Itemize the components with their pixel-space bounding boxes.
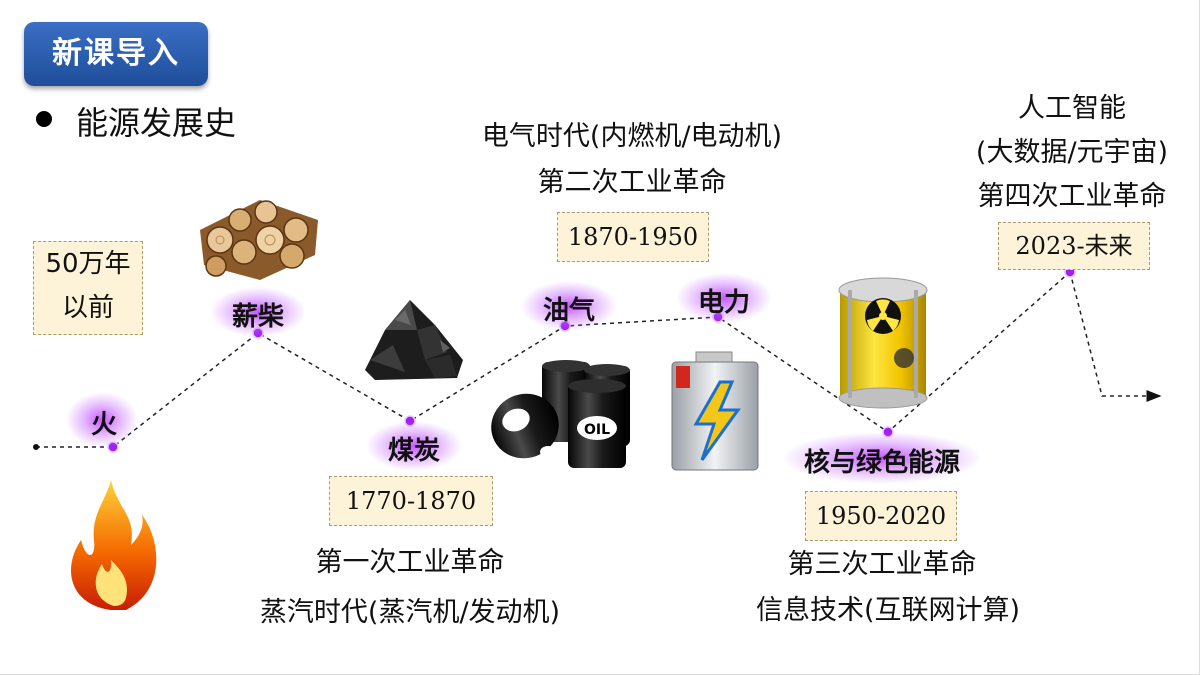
date-box-2023: 2023-未来: [998, 222, 1150, 270]
coal-icon: [365, 300, 463, 380]
timeline-start: [33, 444, 39, 450]
timeline-arrow: [1069, 271, 1162, 402]
caption-big-data: (大数据/元宇宙): [975, 137, 1169, 168]
date-box-1770: 1770-1870: [329, 476, 493, 526]
caption-info-tech: 信息技术(互联网计算): [755, 595, 1021, 626]
barrel-label: OIL: [584, 422, 610, 438]
glow-coal: [366, 421, 462, 471]
oil-barrels-icon: OIL: [491, 360, 630, 468]
glow-nuclear: [782, 432, 982, 484]
glow-electricity: [676, 273, 772, 323]
battery-icon: [671, 351, 759, 471]
fire-icon: [71, 480, 157, 610]
lesson-intro-badge: 新课导入: [24, 22, 208, 86]
caption-first-revolution: 第一次工业革命: [315, 547, 505, 578]
era-firewood: 薪柴: [231, 302, 285, 332]
glow-fire: [66, 392, 138, 448]
caption-steam-age: 蒸汽时代(蒸汽机/发动机): [259, 597, 561, 628]
caption-electric-age: 电气时代(内燃机/电动机): [481, 121, 783, 152]
era-fire: 火: [90, 410, 118, 440]
timeline-path: [36, 271, 1071, 448]
nuclear-icon: [838, 277, 928, 409]
caption-third-revolution: 第三次工业革命: [787, 549, 977, 580]
era-nuclear-green: 核与绿色能源: [803, 448, 961, 478]
era-oil-gas: 油气: [542, 296, 596, 326]
date-box-1870: 1870-1950: [557, 212, 709, 262]
date-ancient-line1: 50万年: [45, 249, 131, 279]
section-title: 能源发展史: [76, 104, 237, 142]
firewood-icon: [200, 200, 318, 280]
caption-ai: 人工智能: [1018, 93, 1126, 124]
bullet-dot: [36, 111, 52, 127]
caption-fourth-revolution: 第四次工业革命: [977, 181, 1167, 212]
date-ancient-line2: 以前: [61, 293, 114, 323]
glow-oil-gas: [521, 281, 617, 331]
era-electricity: 电力: [697, 288, 751, 318]
date-box-ancient: 50万年 以前: [33, 241, 143, 335]
glow-firewood: [210, 287, 306, 337]
date-box-1950: 1950-2020: [805, 491, 957, 541]
caption-second-revolution: 第二次工业革命: [537, 167, 727, 198]
era-coal: 煤炭: [387, 436, 441, 466]
